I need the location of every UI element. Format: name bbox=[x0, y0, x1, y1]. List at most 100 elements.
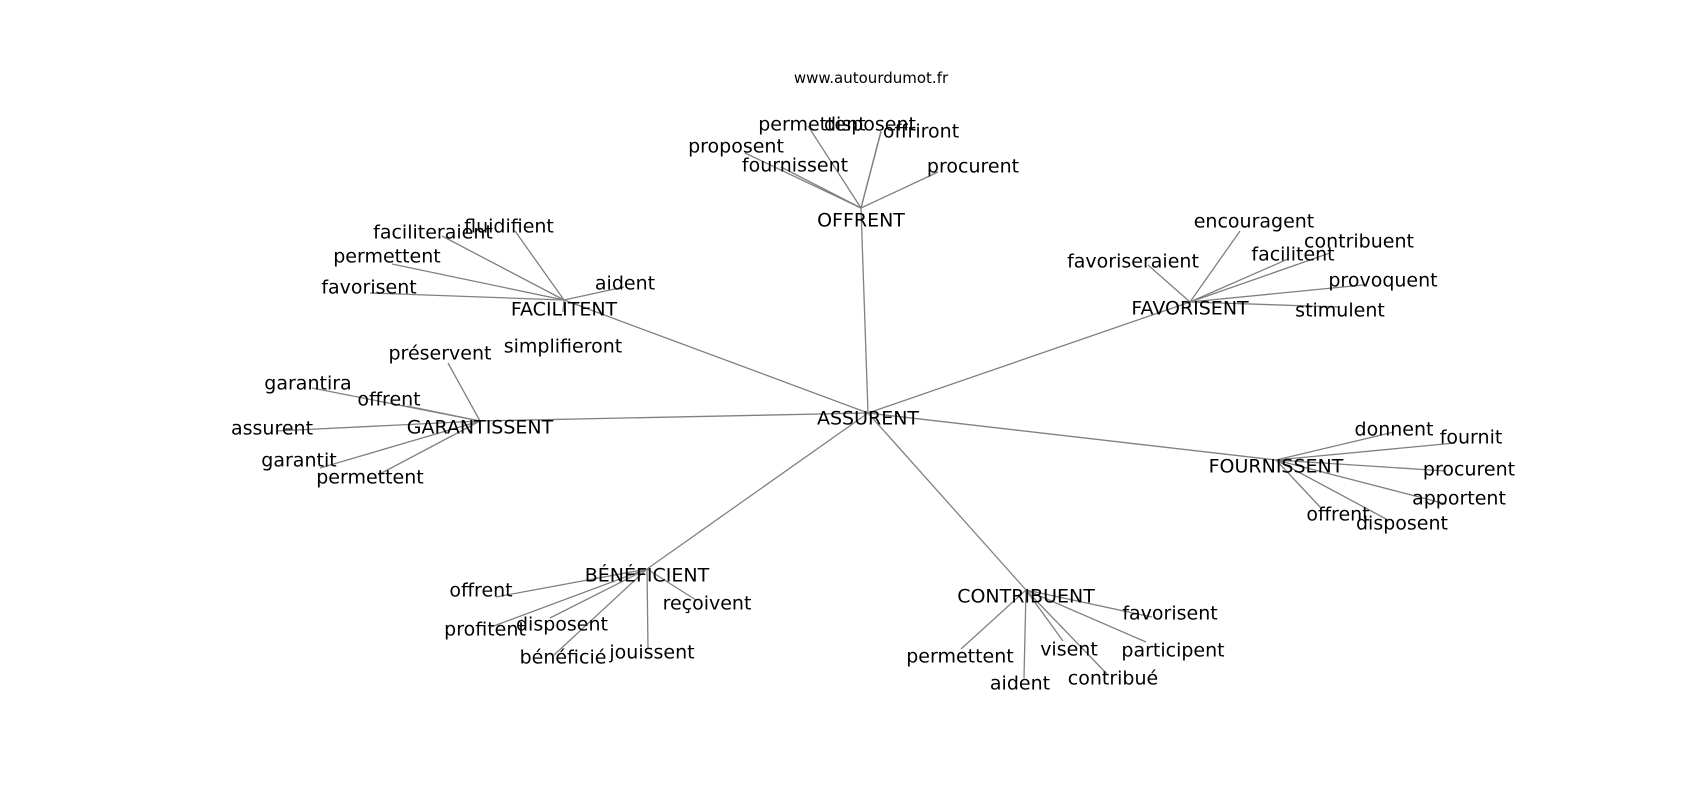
edge-fournissent-to-leaf-5 bbox=[1275, 459, 1389, 521]
leaf-node-garantissent-0: préservent bbox=[389, 343, 492, 365]
edge-contribuent-to-leaf-2 bbox=[1025, 589, 1064, 642]
leaf-node-offrent-2: offriront bbox=[883, 121, 959, 143]
edge-beneficient-to-leaf-5 bbox=[646, 568, 649, 649]
edge-fournissent-to-leaf-0 bbox=[1275, 431, 1395, 461]
edge-offrent-to-leaf-5 bbox=[860, 171, 939, 209]
edge-fournissent-to-leaf-1 bbox=[1275, 442, 1456, 461]
edge-center-to-offrent bbox=[860, 207, 869, 414]
group-node-contribuent: CONTRIBUENT bbox=[957, 586, 1095, 608]
edge-favorisent-to-leaf-5 bbox=[1189, 301, 1341, 308]
group-node-favorisent: FAVORISENT bbox=[1131, 298, 1249, 320]
edge-beneficient-to-leaf-4 bbox=[553, 568, 648, 656]
leaf-node-fournissent-0: donnent bbox=[1355, 419, 1434, 441]
leaf-node-contribuent-0: favorisent bbox=[1122, 603, 1217, 625]
edge-beneficient-to-leaf-2 bbox=[490, 568, 648, 628]
leaf-node-favorisent-4: provoquent bbox=[1328, 270, 1437, 292]
leaf-node-contribuent-4: contribué bbox=[1068, 668, 1158, 690]
leaf-node-garantissent-5: permettent bbox=[316, 467, 424, 489]
edge-favorisent-to-leaf-4 bbox=[1189, 284, 1364, 303]
leaf-node-fournissent-5: disposent bbox=[1356, 513, 1448, 535]
group-node-facilitent: FACILITENT bbox=[511, 299, 618, 321]
leaf-node-beneficient-0: offrent bbox=[449, 580, 512, 602]
leaf-node-garantissent-4: garantit bbox=[261, 450, 336, 472]
leaf-node-garantissent-2: offrent bbox=[357, 389, 420, 411]
edge-fournissent-to-leaf-4 bbox=[1275, 459, 1322, 509]
leaf-node-facilitent-3: aident bbox=[595, 273, 655, 295]
group-node-garantissent: GARANTISSENT bbox=[407, 417, 554, 439]
edge-center-to-garantissent bbox=[479, 412, 869, 422]
edge-facilitent-to-leaf-1 bbox=[441, 235, 565, 301]
leaf-node-contribuent-2: visent bbox=[1040, 639, 1098, 661]
leaf-node-garantissent-3: assurent bbox=[231, 418, 313, 440]
leaf-node-offrent-3: proposent bbox=[688, 136, 784, 158]
leaf-node-beneficient-3: disposent bbox=[516, 614, 608, 636]
leaf-node-facilitent-0: fluidifient bbox=[464, 216, 554, 238]
leaf-node-fournissent-4: offrent bbox=[1306, 504, 1369, 526]
edge-offrent-to-leaf-0 bbox=[807, 125, 862, 209]
edge-contribuent-to-leaf-0 bbox=[1025, 589, 1153, 618]
edge-beneficient-to-leaf-0 bbox=[495, 568, 648, 598]
edge-center-to-facilitent bbox=[563, 299, 869, 414]
leaf-node-contribuent-3: permettent bbox=[906, 646, 1014, 668]
graph-labels: ASSURENTOFFRENTpermettentdisposentoffrir… bbox=[231, 114, 1515, 695]
edge-contribuent-to-leaf-4 bbox=[1025, 589, 1108, 675]
group-node-beneficient: BÉNÉFICIENT bbox=[585, 564, 710, 587]
leaf-node-offrent-0: permettent bbox=[758, 114, 866, 136]
leaf-node-beneficient-1: reçoivent bbox=[663, 593, 752, 615]
edge-garantissent-to-leaf-0 bbox=[447, 362, 481, 422]
edge-center-to-contribuent bbox=[867, 412, 1027, 591]
edge-fournissent-to-leaf-3 bbox=[1275, 459, 1447, 505]
edge-garantissent-to-leaf-3 bbox=[275, 420, 481, 432]
site-label: www.autourdumot.fr bbox=[794, 69, 949, 87]
edge-beneficient-to-leaf-1 bbox=[646, 568, 697, 601]
edge-facilitent-to-leaf-3 bbox=[563, 286, 625, 301]
leaf-node-beneficient-2: profitent bbox=[444, 619, 526, 641]
edge-facilitent-to-leaf-4 bbox=[369, 292, 565, 301]
edge-facilitent-to-leaf-0 bbox=[514, 230, 565, 301]
leaf-node-fournissent-2: procurent bbox=[1423, 459, 1515, 481]
edge-offrent-to-leaf-2 bbox=[860, 131, 882, 209]
edge-garantissent-to-leaf-5 bbox=[377, 420, 481, 476]
leaf-node-offrent-4: fournissent bbox=[742, 155, 848, 177]
leaf-node-beneficient-5: jouissent bbox=[608, 642, 694, 664]
leaf-node-favorisent-2: facilitent bbox=[1251, 244, 1334, 266]
edge-garantissent-to-leaf-2 bbox=[406, 405, 481, 422]
leaf-node-offrent-5: procurent bbox=[927, 156, 1019, 178]
leaf-node-favorisent-5: stimulent bbox=[1295, 300, 1385, 322]
group-node-fournissent: FOURNISSENT bbox=[1209, 456, 1344, 478]
leaf-node-favorisent-3: favoriseraient bbox=[1067, 251, 1199, 273]
edge-center-to-fournissent bbox=[867, 412, 1277, 461]
edge-contribuent-to-leaf-1 bbox=[1025, 589, 1147, 643]
edge-center-to-favorisent bbox=[867, 301, 1191, 414]
leaf-node-favorisent-0: encouragent bbox=[1194, 211, 1315, 233]
leaf-node-facilitent-1: faciliteraient bbox=[373, 222, 493, 244]
leaf-node-beneficient-4: bénéficié bbox=[520, 647, 607, 669]
edge-favorisent-to-leaf-1 bbox=[1189, 252, 1331, 303]
edge-beneficient-to-leaf-3 bbox=[549, 568, 648, 619]
leaf-node-contribuent-5: aident bbox=[990, 673, 1050, 695]
group-node-offrent: OFFRENT bbox=[817, 210, 905, 232]
edge-contribuent-to-leaf-5 bbox=[1023, 589, 1027, 679]
edge-facilitent-to-leaf-2 bbox=[391, 263, 565, 301]
leaf-node-favorisent-1: contribuent bbox=[1304, 231, 1414, 253]
edge-fournissent-to-leaf-2 bbox=[1275, 459, 1447, 472]
edge-contribuent-to-leaf-3 bbox=[960, 589, 1027, 650]
edge-offrent-to-leaf-4 bbox=[780, 166, 862, 209]
leaf-node-facilitent-5: simplifieront bbox=[504, 336, 622, 358]
leaf-node-contribuent-1: participent bbox=[1121, 640, 1224, 662]
center-node-label: ASSURENT bbox=[817, 408, 919, 430]
edge-favorisent-to-leaf-3 bbox=[1147, 264, 1191, 303]
edge-center-to-beneficient bbox=[646, 412, 869, 570]
edge-favorisent-to-leaf-2 bbox=[1189, 258, 1289, 303]
leaf-node-offrent-1: disposent bbox=[824, 114, 916, 136]
edge-favorisent-to-leaf-0 bbox=[1189, 230, 1241, 303]
edge-garantissent-to-leaf-4 bbox=[319, 420, 481, 469]
edge-offrent-to-leaf-3 bbox=[744, 152, 862, 209]
leaf-node-facilitent-2: permettent bbox=[333, 246, 441, 268]
leaf-node-garantissent-1: garantira bbox=[264, 373, 351, 395]
graph-edges bbox=[275, 125, 1456, 679]
leaf-node-fournissent-1: fournit bbox=[1440, 427, 1503, 449]
edge-facilitent-to-leaf-5 bbox=[562, 299, 565, 313]
